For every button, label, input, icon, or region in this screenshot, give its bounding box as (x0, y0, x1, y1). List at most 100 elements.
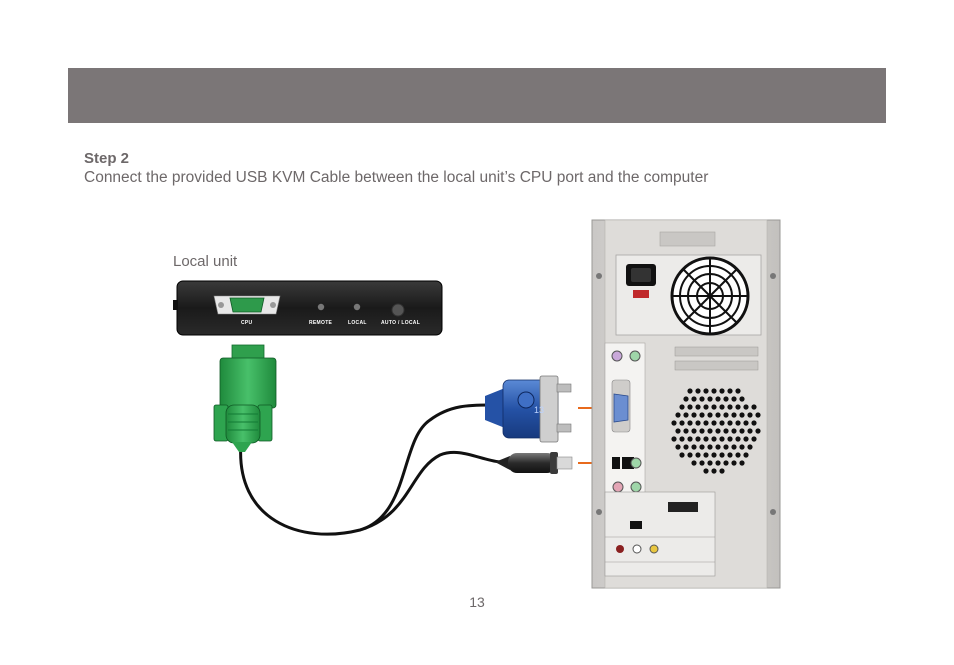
audio-mic-port-icon (612, 481, 624, 493)
vent-hole (711, 436, 717, 442)
vent-hole (699, 412, 705, 418)
vent-hole (699, 396, 705, 402)
vent-hole (687, 452, 693, 458)
page-number: 13 (469, 594, 485, 610)
vent-hole (723, 428, 729, 434)
vent-hole (675, 444, 681, 450)
vent-hole (699, 460, 705, 466)
cpu-port-label: CPU (241, 320, 253, 326)
vent-hole (727, 388, 733, 394)
audio-out-port-icon (630, 481, 642, 493)
vent-hole (743, 452, 749, 458)
ps2-keyboard-port-icon (629, 350, 641, 362)
vent-hole (751, 404, 757, 410)
vent-hole (731, 460, 737, 466)
vent-hole (691, 412, 697, 418)
cpu-port-icon (213, 295, 281, 315)
vent-hole (711, 452, 717, 458)
vent-hole (731, 428, 737, 434)
vent-hole (679, 420, 685, 426)
vent-hole (731, 444, 737, 450)
vent-hole (675, 428, 681, 434)
vent-hole (675, 412, 681, 418)
local-port-label: LOCAL (348, 320, 367, 326)
vent-hole (743, 420, 749, 426)
vent-hole (731, 412, 737, 418)
vent-hole (755, 428, 761, 434)
vent-hole (703, 468, 709, 474)
vent-hole (723, 412, 729, 418)
local-unit-label: Local unit (173, 253, 238, 270)
vent-hole (711, 468, 717, 474)
vent-hole (695, 404, 701, 410)
vent-hole (695, 388, 701, 394)
vent-hole (707, 396, 713, 402)
vent-hole (691, 460, 697, 466)
vent-hole (751, 436, 757, 442)
vent-hole (691, 396, 697, 402)
vent-hole (703, 436, 709, 442)
vent-hole (703, 420, 709, 426)
vent-hole (723, 460, 729, 466)
vent-holes-icon (671, 388, 761, 474)
vent-hole (703, 388, 709, 394)
vent-hole (695, 452, 701, 458)
vent-hole (687, 420, 693, 426)
green-vga-connector-icon (213, 344, 277, 452)
vent-hole (707, 444, 713, 450)
vent-hole (707, 460, 713, 466)
vent-hole (695, 420, 701, 426)
vent-hole (703, 452, 709, 458)
header-bar (68, 68, 886, 123)
vent-hole (703, 404, 709, 410)
power-socket-icon (626, 264, 656, 298)
vent-hole (715, 444, 721, 450)
vent-hole (715, 396, 721, 402)
vent-hole (719, 420, 725, 426)
vent-hole (687, 404, 693, 410)
vent-hole (699, 428, 705, 434)
auto-local-port-label: AUTO / LOCAL (381, 320, 420, 326)
serial-port-icon (668, 502, 698, 512)
connector-marking: 13 (534, 405, 544, 415)
auto-local-button-icon (391, 303, 405, 317)
vent-hole (731, 396, 737, 402)
vent-hole (735, 404, 741, 410)
ps2-mouse-port-icon (611, 350, 623, 362)
vent-hole (739, 460, 745, 466)
step-description: Connect the provided USB KVM Cable betwe… (84, 169, 709, 186)
vent-hole (739, 428, 745, 434)
vent-hole (683, 396, 689, 402)
vent-hole (719, 452, 725, 458)
vent-hole (707, 412, 713, 418)
vent-hole (671, 436, 677, 442)
vent-hole (711, 404, 717, 410)
audio-jack-red-icon (616, 545, 624, 553)
vent-hole (735, 436, 741, 442)
vent-hole (679, 452, 685, 458)
vga-port-icon (611, 379, 631, 433)
vent-hole (751, 420, 757, 426)
vent-hole (727, 452, 733, 458)
vent-hole (723, 444, 729, 450)
vent-hole (743, 436, 749, 442)
vent-hole (715, 460, 721, 466)
network-port-icon (630, 521, 642, 529)
step-title: Step 2 (84, 150, 130, 167)
vent-hole (739, 412, 745, 418)
vent-hole (711, 420, 717, 426)
kvm-cable (239, 403, 501, 536)
vent-hole (739, 396, 745, 402)
vent-hole (747, 444, 753, 450)
vent-hole (699, 444, 705, 450)
remote-led-icon (317, 303, 325, 311)
vent-hole (695, 436, 701, 442)
vent-hole (683, 428, 689, 434)
vent-hole (715, 428, 721, 434)
vent-hole (727, 420, 733, 426)
vent-hole (735, 388, 741, 394)
vent-hole (679, 436, 685, 442)
vent-hole (727, 404, 733, 410)
vent-hole (691, 444, 697, 450)
vent-hole (735, 420, 741, 426)
